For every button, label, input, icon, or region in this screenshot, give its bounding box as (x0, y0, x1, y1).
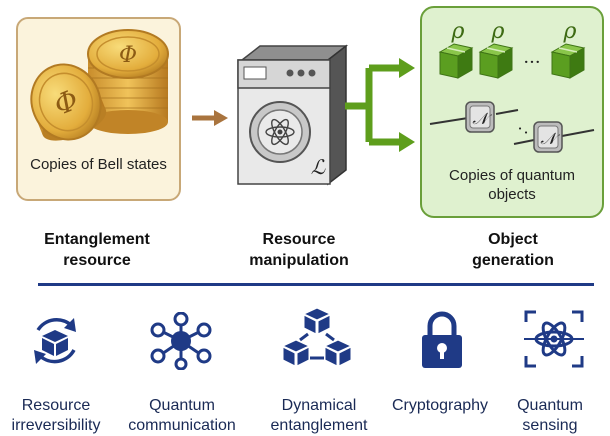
svg-text:·: · (517, 119, 522, 138)
svg-text:Φ: Φ (119, 43, 137, 68)
app-label-line: entanglement (270, 417, 368, 434)
app-label-line: communication (128, 417, 236, 434)
network-hub-icon (150, 312, 212, 370)
rho-symbol: ρ (491, 19, 505, 44)
app-quantum-communication: Quantum communication (124, 396, 240, 436)
fork-arrow-icon (345, 58, 415, 152)
resource-caption: Copies of Bell states (30, 156, 167, 173)
app-label-line: Dynamical (281, 397, 357, 414)
resource-manipulation-label: Resource manipulation (224, 229, 374, 271)
app-label-line: Cryptography (391, 397, 489, 414)
app-label-line: Quantum (149, 397, 215, 414)
label-line: manipulation (249, 252, 349, 269)
label-line: Object (488, 231, 538, 248)
quantum-objects-illustration: ρ ρ ρ ··· 𝒩 · · 𝒩 (429, 19, 595, 153)
washing-machine-icon: ℒ (237, 44, 349, 186)
cubes-icon (282, 307, 352, 367)
app-resource-irreversibility: Resource irreversibility (2, 396, 110, 436)
app-label-line: irreversibility (11, 417, 101, 434)
rho-symbol: ρ (563, 19, 577, 44)
channel-symbol: 𝒩 (540, 129, 560, 148)
section-divider (38, 283, 594, 286)
app-quantum-sensing: Quantum sensing (504, 396, 596, 436)
label-line: Resource (262, 231, 336, 248)
coin-stack-icon: Φ Φ (30, 29, 169, 141)
objects-caption: Copies of quantum objects (449, 167, 575, 203)
app-label-line: Quantum (517, 397, 583, 414)
app-label-line: Resource (21, 397, 91, 414)
app-cryptography: Cryptography (382, 396, 498, 416)
svg-text:·: · (523, 123, 528, 142)
entanglement-resource-label: Entanglement resource (22, 229, 172, 271)
label-line: resource (63, 252, 131, 269)
machine-symbol: ℒ (311, 155, 326, 179)
label-line: generation (472, 252, 554, 269)
object-generation-label: Object generation (438, 229, 588, 271)
svg-text:···: ··· (523, 52, 540, 73)
app-label-line: sensing (522, 417, 578, 434)
padlock-icon (422, 311, 462, 368)
channel-symbol: 𝒩 (472, 109, 492, 128)
recycle-box-icon (34, 317, 76, 364)
atom-scan-icon (524, 310, 584, 368)
label-line: Entanglement (44, 231, 150, 248)
right-arrow-icon (192, 110, 228, 126)
rho-symbol: ρ (451, 19, 465, 44)
app-dynamical-entanglement: Dynamical entanglement (264, 396, 374, 436)
